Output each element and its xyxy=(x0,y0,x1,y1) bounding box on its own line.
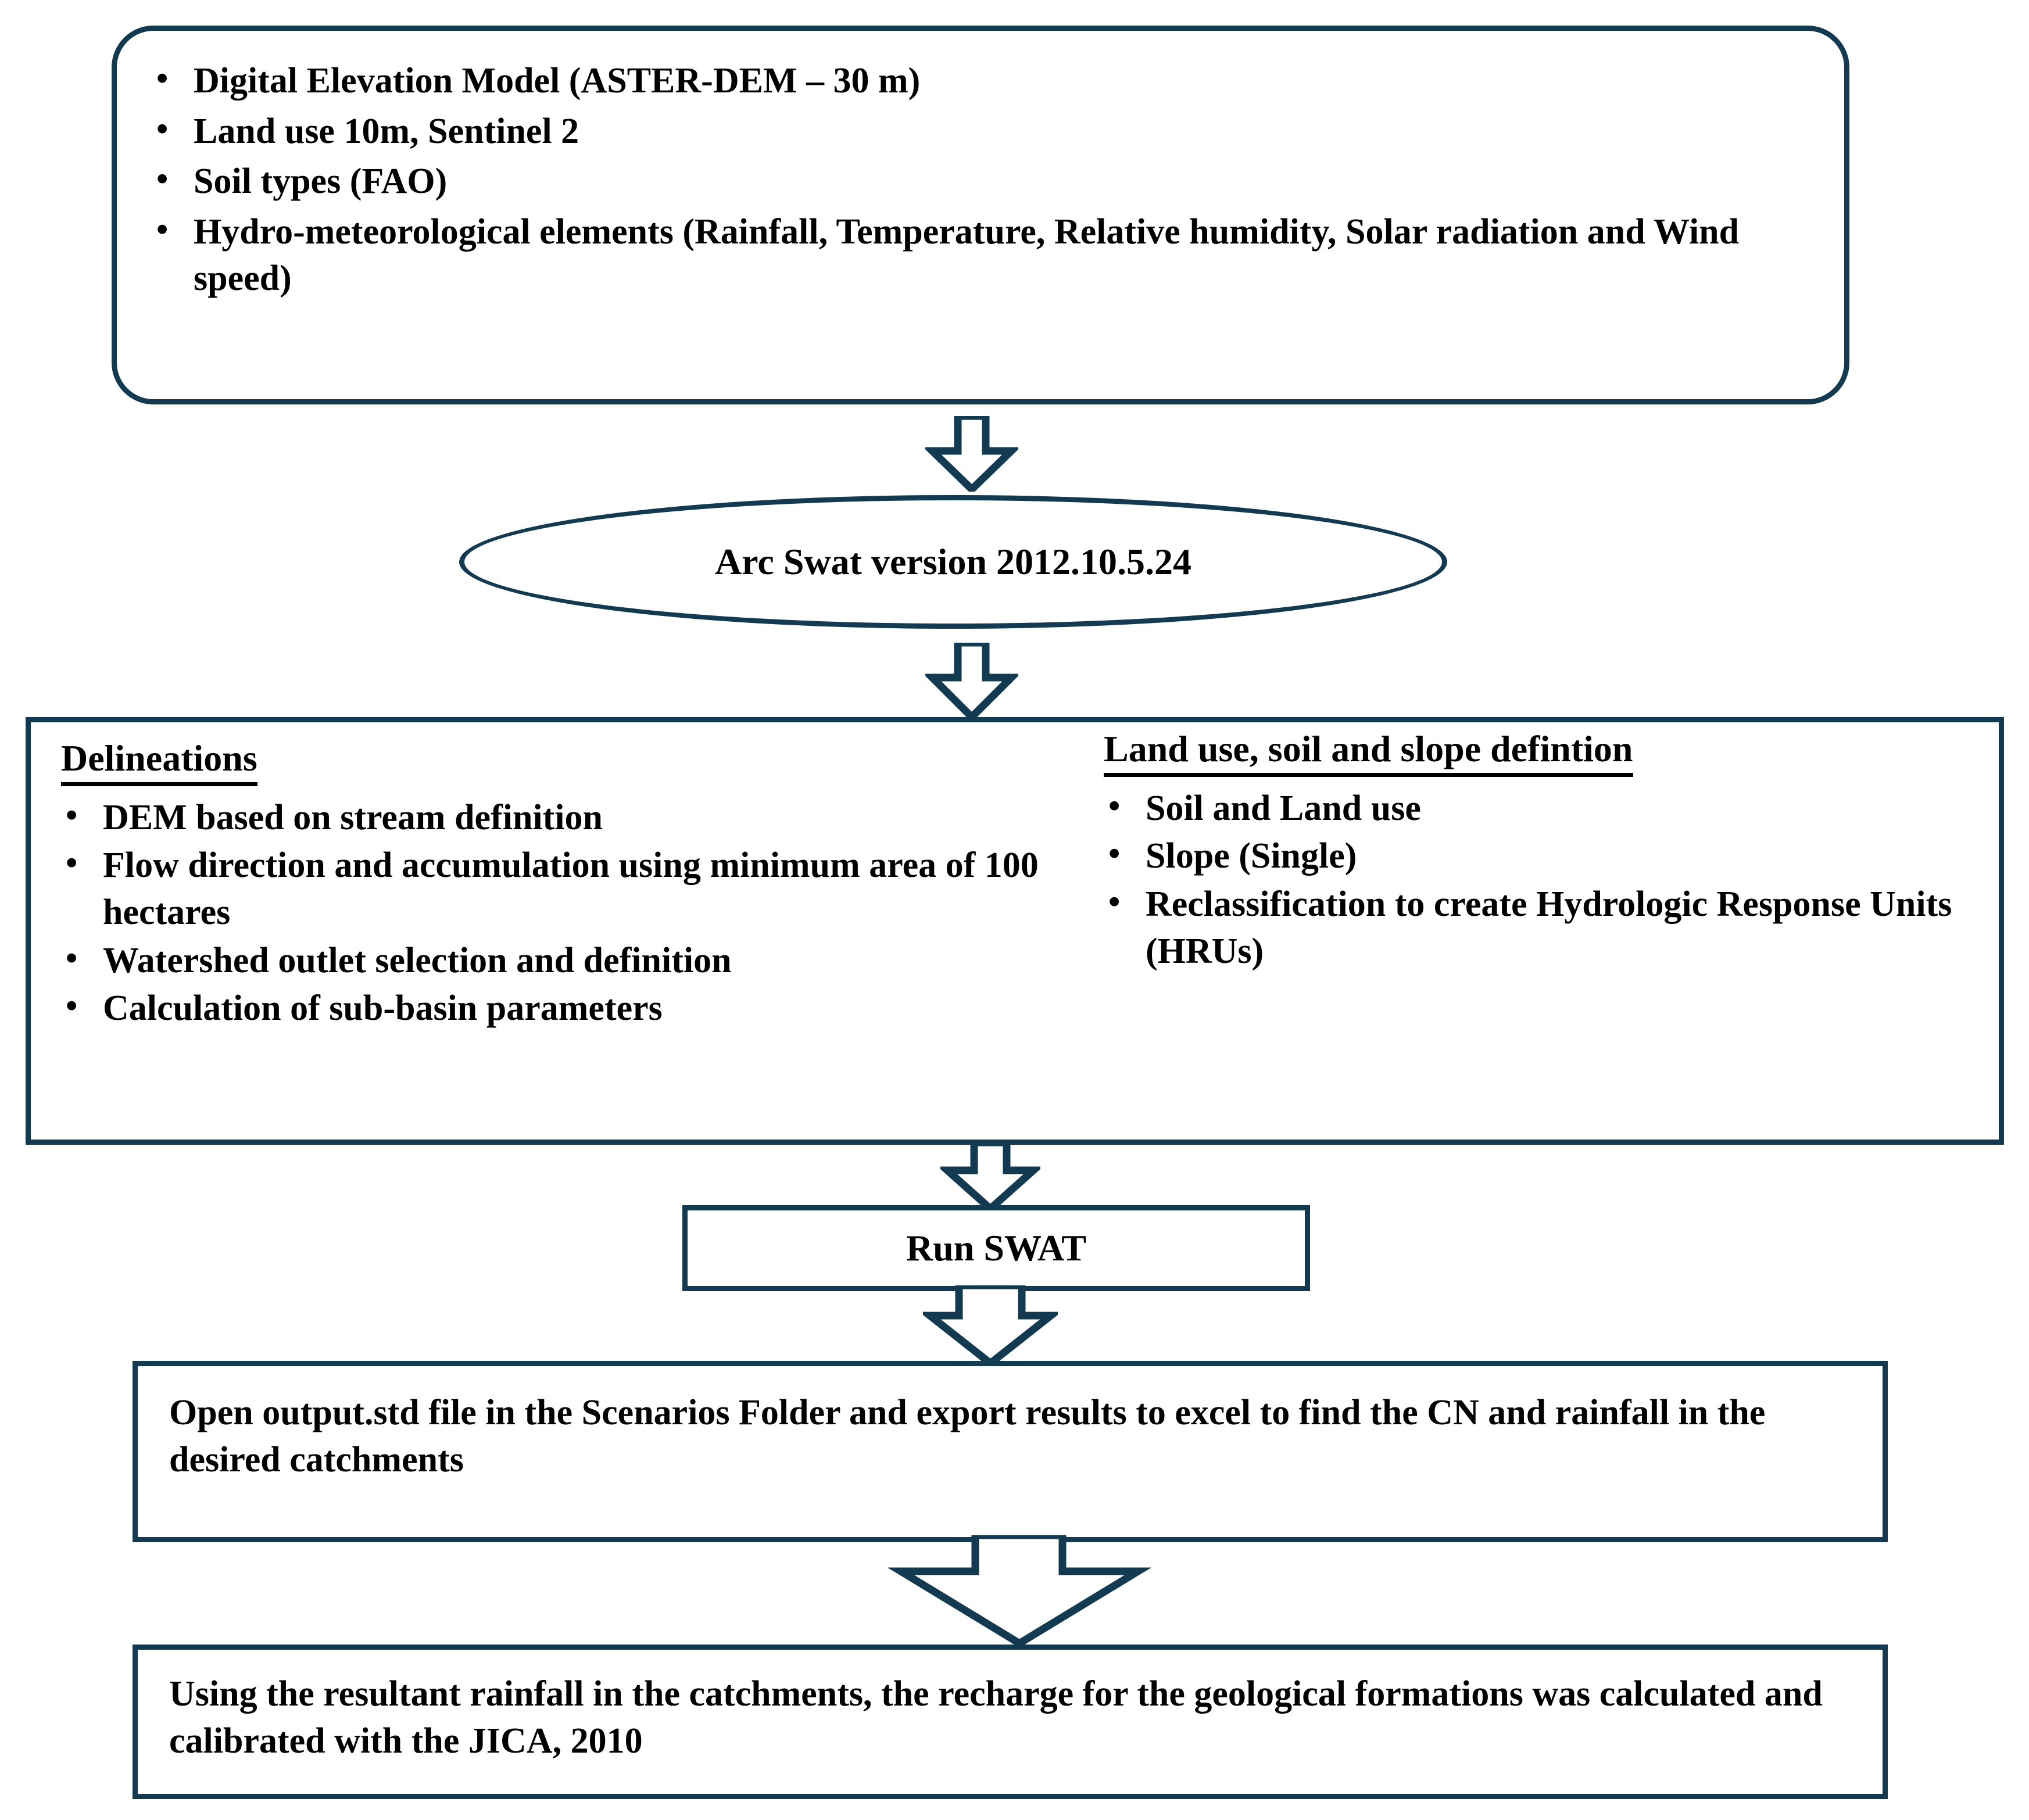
delineations-item-label: DEM based on stream definition xyxy=(103,797,603,837)
inputs-list: Digital Elevation Model (ASTER-DEM – 30 … xyxy=(152,56,1809,302)
arrow-runswat-to-output xyxy=(923,1285,1058,1367)
inputs-item-label: Digital Elevation Model (ASTER-DEM – 30 … xyxy=(194,61,921,101)
arrow-definitions-to-runswat xyxy=(940,1142,1040,1211)
list-item: Hydro-meteorological elements (Rainfall,… xyxy=(152,207,1809,302)
list-item: Flow direction and accumulation using mi… xyxy=(61,841,1107,936)
list-item: Slope (Single) xyxy=(1104,832,1999,880)
inputs-item-label: Land use 10m, Sentinel 2 xyxy=(194,111,579,151)
landuse-item-label: Soil and Land use xyxy=(1146,788,1421,828)
list-item: Soil types (FAO) xyxy=(152,157,1809,205)
output-box: Open output.std file in the Scenarios Fo… xyxy=(133,1361,1888,1542)
landuse-item-label: Reclassification to create Hydrologic Re… xyxy=(1146,884,1952,971)
delineations-item-label: Calculation of sub-basin parameters xyxy=(103,988,663,1029)
arrow-arcswat-to-definitions xyxy=(925,643,1018,719)
delineations-heading-wrap: Delineations xyxy=(61,736,1107,794)
list-item: Land use 10m, Sentinel 2 xyxy=(152,107,1809,155)
inputs-item-label: Hydro-meteorological elements (Rainfall,… xyxy=(194,212,1740,299)
delineations-list: DEM based on stream definition Flow dire… xyxy=(61,793,1107,1032)
landuse-heading-wrap: Land use, soil and slope defintion xyxy=(1104,727,1999,785)
run-swat-label: Run SWAT xyxy=(906,1227,1087,1269)
landuse-heading: Land use, soil and slope defintion xyxy=(1104,727,1633,777)
arrow-inputs-to-arcswat xyxy=(925,416,1018,492)
recharge-box: Using the resultant rainfall in the catc… xyxy=(133,1645,1888,1799)
list-item: Watershed outlet selection and definitio… xyxy=(61,936,1107,984)
inputs-box: Digital Elevation Model (ASTER-DEM – 30 … xyxy=(112,26,1849,404)
list-item: Soil and Land use xyxy=(1104,784,1999,832)
definitions-box: Delineations DEM based on stream definit… xyxy=(26,717,2004,1145)
list-item: Calculation of sub-basin parameters xyxy=(61,984,1107,1032)
arcswat-label: Arc Swat version 2012.10.5.24 xyxy=(714,541,1192,583)
landuse-column: Land use, soil and slope defintion Soil … xyxy=(1104,727,1999,976)
delineations-heading: Delineations xyxy=(61,736,257,786)
landuse-list: Soil and Land use Slope (Single) Reclass… xyxy=(1104,784,1999,975)
delineations-column: Delineations DEM based on stream definit… xyxy=(61,736,1107,1033)
arrow-output-to-recharge xyxy=(888,1535,1151,1650)
arcswat-ellipse: Arc Swat version 2012.10.5.24 xyxy=(459,495,1447,629)
list-item: Digital Elevation Model (ASTER-DEM – 30 … xyxy=(152,56,1809,105)
inputs-item-label: Soil types (FAO) xyxy=(194,162,448,202)
delineations-item-label: Watershed outlet selection and definitio… xyxy=(103,940,732,980)
run-swat-box: Run SWAT xyxy=(682,1205,1310,1291)
landuse-item-label: Slope (Single) xyxy=(1146,836,1357,876)
delineations-item-label: Flow direction and accumulation using mi… xyxy=(103,845,1039,932)
recharge-text: Using the resultant rainfall in the catc… xyxy=(169,1674,1823,1761)
output-text: Open output.std file in the Scenarios Fo… xyxy=(169,1393,1766,1479)
list-item: DEM based on stream definition xyxy=(61,793,1107,841)
list-item: Reclassification to create Hydrologic Re… xyxy=(1104,880,1999,975)
